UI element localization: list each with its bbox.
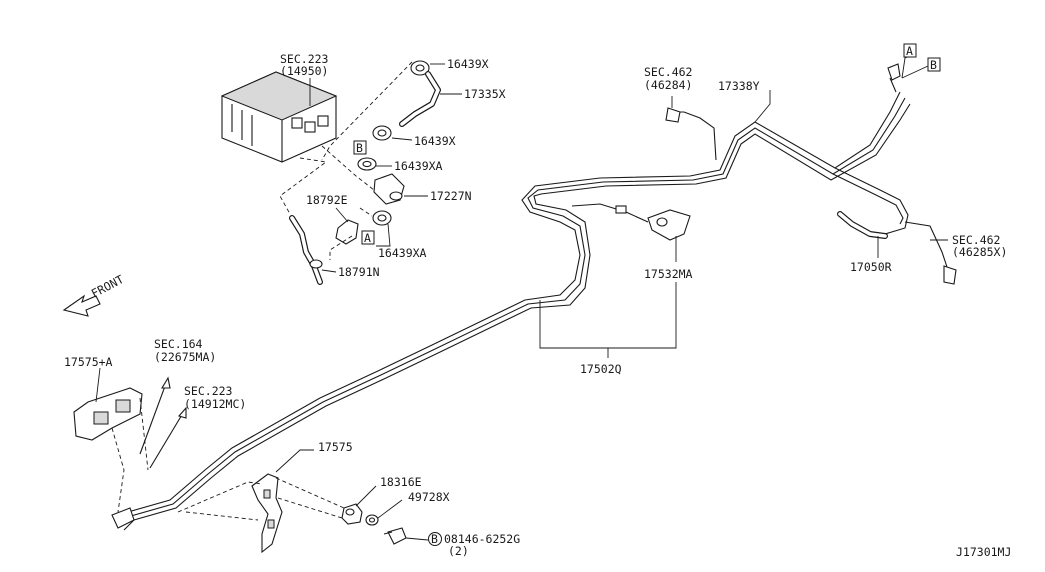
callout-sec462-right: SEC.462 xyxy=(952,233,1000,247)
callout-18792e: 18792E xyxy=(306,193,348,207)
callout-17338y: 17338Y xyxy=(718,79,760,93)
callout-17575: 17575 xyxy=(318,440,353,454)
assembly-dashed-lines-upper xyxy=(279,61,413,260)
callout-17502q: 17502Q xyxy=(580,362,622,376)
reference-markers: B A A B B xyxy=(353,43,941,546)
callout-sec462-top: SEC.462 xyxy=(644,65,692,79)
ref-a-top-right: A xyxy=(906,44,913,58)
assembly-dashed-lines-lower xyxy=(111,397,345,521)
callout-49728x: 49728X xyxy=(408,490,450,504)
callout-18316e: 18316E xyxy=(380,475,422,489)
lower-brackets xyxy=(73,387,407,554)
evap-canister xyxy=(220,71,338,163)
callout-17335x: 17335X xyxy=(464,87,506,101)
front-label: FRONT xyxy=(89,272,126,301)
part-callouts: SEC.223 (14950) 16439X 17335X 16439X 164… xyxy=(64,52,1011,559)
callout-bolt-qty: (2) xyxy=(448,544,469,558)
ref-bolt-marker: B xyxy=(431,532,438,546)
right-connectors xyxy=(571,63,957,285)
section-arrows xyxy=(139,376,187,469)
callout-sec462-top-sub: (46284) xyxy=(644,78,692,92)
front-direction-indicator: FRONT xyxy=(62,272,126,317)
leader-lines xyxy=(95,55,948,541)
callout-sec223-left-sub: (14912MC) xyxy=(184,397,246,411)
ref-b-top-right: B xyxy=(930,58,937,72)
callout-sec223-top: SEC.223 xyxy=(280,52,329,66)
callout-18791n: 18791N xyxy=(338,265,380,279)
callout-sec164: SEC.164 xyxy=(154,337,203,351)
diagram-id: J17301MJ xyxy=(956,545,1011,559)
ref-a-lower: A xyxy=(364,231,371,245)
callout-16439xa-top: 16439XA xyxy=(394,159,443,173)
callout-bolt-number: 08146-6252G xyxy=(444,532,520,546)
callout-16439x-top: 16439X xyxy=(447,57,489,71)
callout-17050r: 17050R xyxy=(850,260,892,274)
ref-b-canister: B xyxy=(356,141,363,155)
callout-17575a: 17575+A xyxy=(64,355,113,369)
callout-sec164-sub: (22675MA) xyxy=(154,350,216,364)
callout-sec223-left: SEC.223 xyxy=(184,384,233,398)
callout-sec223-top-sub: (14950) xyxy=(280,64,328,78)
callout-16439xa-bot: 16439XA xyxy=(378,246,427,260)
hose-and-clamp-group xyxy=(289,60,441,285)
callout-16439x-mid: 16439X xyxy=(414,134,456,148)
callout-17227n: 17227N xyxy=(430,189,472,203)
callout-sec462-right-sub: (46285X) xyxy=(952,245,1007,259)
fuel-tube-bundle xyxy=(111,91,911,531)
callout-17532ma: 17532MA xyxy=(644,267,693,281)
